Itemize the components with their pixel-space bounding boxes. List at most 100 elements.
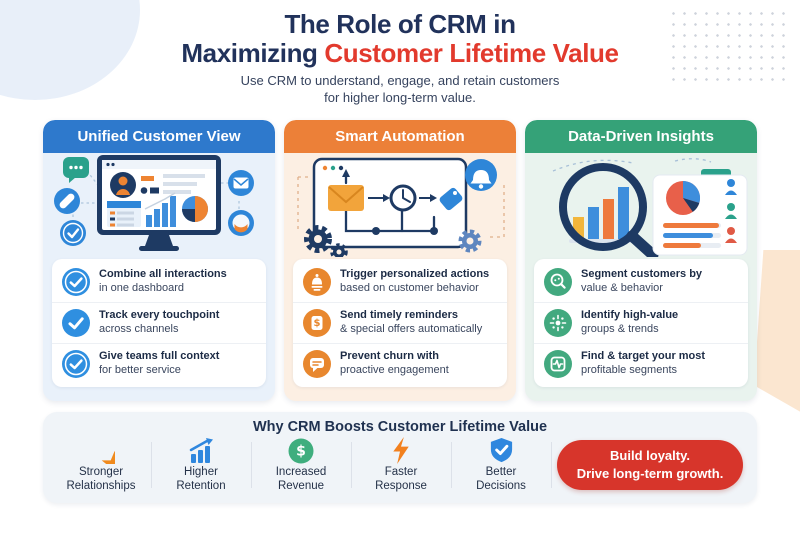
bell-icon — [465, 159, 497, 191]
mini-bar-chart — [144, 192, 176, 227]
benefit-label: Better — [485, 466, 517, 478]
mini-pie-chart — [182, 196, 208, 222]
subtitle-line1: Use CRM to understand, engage, and retai… — [240, 73, 560, 88]
tag-icon — [439, 187, 463, 211]
benefit-label: Increased — [275, 466, 327, 478]
pie-chart — [666, 180, 701, 215]
check-circle-icon — [62, 268, 90, 296]
dollar-tag-icon: $ — [303, 309, 331, 337]
bullet-title: Identify high-value — [581, 309, 679, 322]
bullet-title: Combine all interactions — [99, 268, 227, 281]
unified-view-illustration — [54, 155, 254, 251]
list-item: $ Send timely reminders& special offers … — [293, 302, 507, 343]
growth-chart-icon — [187, 437, 215, 464]
dashed-connectors — [552, 158, 712, 172]
subtitle-line2: for higher long-term value. — [324, 89, 476, 105]
bullet-title: Give teams full context — [99, 350, 220, 363]
check-circle-icon — [62, 309, 90, 337]
divider — [550, 442, 552, 489]
footer-title: Why CRM Boosts Customer Lifetime Value — [252, 419, 548, 435]
divider — [250, 442, 252, 489]
gear-icon — [304, 225, 332, 253]
lightning-icon — [389, 437, 413, 464]
bullet-subtitle: across channels — [99, 323, 179, 335]
benefit-label: Retention — [176, 479, 226, 492]
bullet-subtitle: groups & trends — [581, 323, 659, 335]
gear-icon — [458, 229, 482, 253]
clock-icon — [389, 184, 417, 212]
cta-line1: Build loyalty. — [610, 448, 690, 464]
benefit-label: Faster — [384, 466, 418, 478]
benefit-label: Stronger — [78, 466, 124, 478]
insights-card — [652, 169, 748, 256]
phone-icon — [54, 188, 80, 214]
bullet-title: Track every touchpoint — [99, 309, 220, 322]
bullet-title: Send timely reminders — [340, 309, 458, 322]
check-circle-icon — [62, 350, 90, 378]
title-line2-dark: Maximizing — [181, 38, 318, 69]
bullet-title: Segment customers by — [581, 268, 703, 281]
bullet-subtitle: value & behavior — [581, 282, 663, 294]
segment-search-icon — [544, 268, 572, 296]
cta-line2: Drive long-term growth. — [576, 466, 724, 482]
decorative-blob — [754, 250, 800, 415]
benefit-label: Higher — [184, 466, 218, 478]
dashed-connectors — [297, 176, 505, 238]
target-pulse-icon — [544, 350, 572, 378]
gear-icon — [330, 243, 348, 257]
bullet-title: Find & target your most — [581, 350, 706, 363]
card-unified-customer-view: Unified Customer View — [43, 120, 275, 401]
mail-icon — [228, 170, 254, 196]
workflow-window — [312, 157, 468, 249]
dollar-circle-icon: $ — [288, 437, 314, 464]
bullet-title: Trigger personalized actions — [340, 268, 490, 281]
bullet-title: Prevent churn with — [340, 350, 440, 363]
card-smart-automation: Smart Automation — [284, 120, 516, 401]
check-circle-icon — [60, 220, 86, 246]
magnifier-icon — [559, 163, 659, 257]
smiley-icon — [228, 210, 254, 236]
title-line2-accent: Customer Lifetime Value — [324, 38, 619, 69]
card-data-driven-insights: Data-Driven Insights — [525, 120, 757, 401]
shield-check-icon — [488, 437, 515, 464]
divider — [150, 442, 152, 489]
svg-text:$: $ — [314, 318, 321, 329]
page-subtitle: Use CRM to understand, engage, and retai… — [0, 73, 800, 107]
benefit-label: Revenue — [277, 479, 325, 492]
bullet-subtitle: & special offers automatically — [340, 323, 483, 335]
page-title: The Role of CRM in Maximizing Customer L… — [0, 9, 800, 68]
bullet-subtitle: based on customer behavior — [340, 282, 479, 294]
bell-icon — [303, 268, 331, 296]
title-line2: Maximizing Customer Lifetime Value — [0, 39, 800, 68]
automation-illustration — [297, 157, 505, 257]
columns-container: Unified Customer View — [43, 120, 757, 401]
divider — [350, 442, 352, 489]
bullet-subtitle: profitable segments — [581, 364, 677, 376]
footer-card: Why CRM Boosts Customer Lifetime Value S… — [43, 412, 757, 503]
benefit-label: Relationships — [66, 479, 136, 492]
benefit-label: Response — [375, 479, 427, 492]
decorative-dot-grid — [668, 8, 786, 84]
column-header-automation: Smart Automation — [284, 120, 516, 153]
chat-lines-icon — [303, 350, 331, 378]
insights-illustration — [552, 158, 748, 257]
cta-button[interactable]: Build loyalty. Drive long-term growth. — [557, 440, 743, 491]
bullet-subtitle: in one dashboard — [99, 282, 185, 294]
benefit-label: Decisions — [476, 479, 526, 492]
